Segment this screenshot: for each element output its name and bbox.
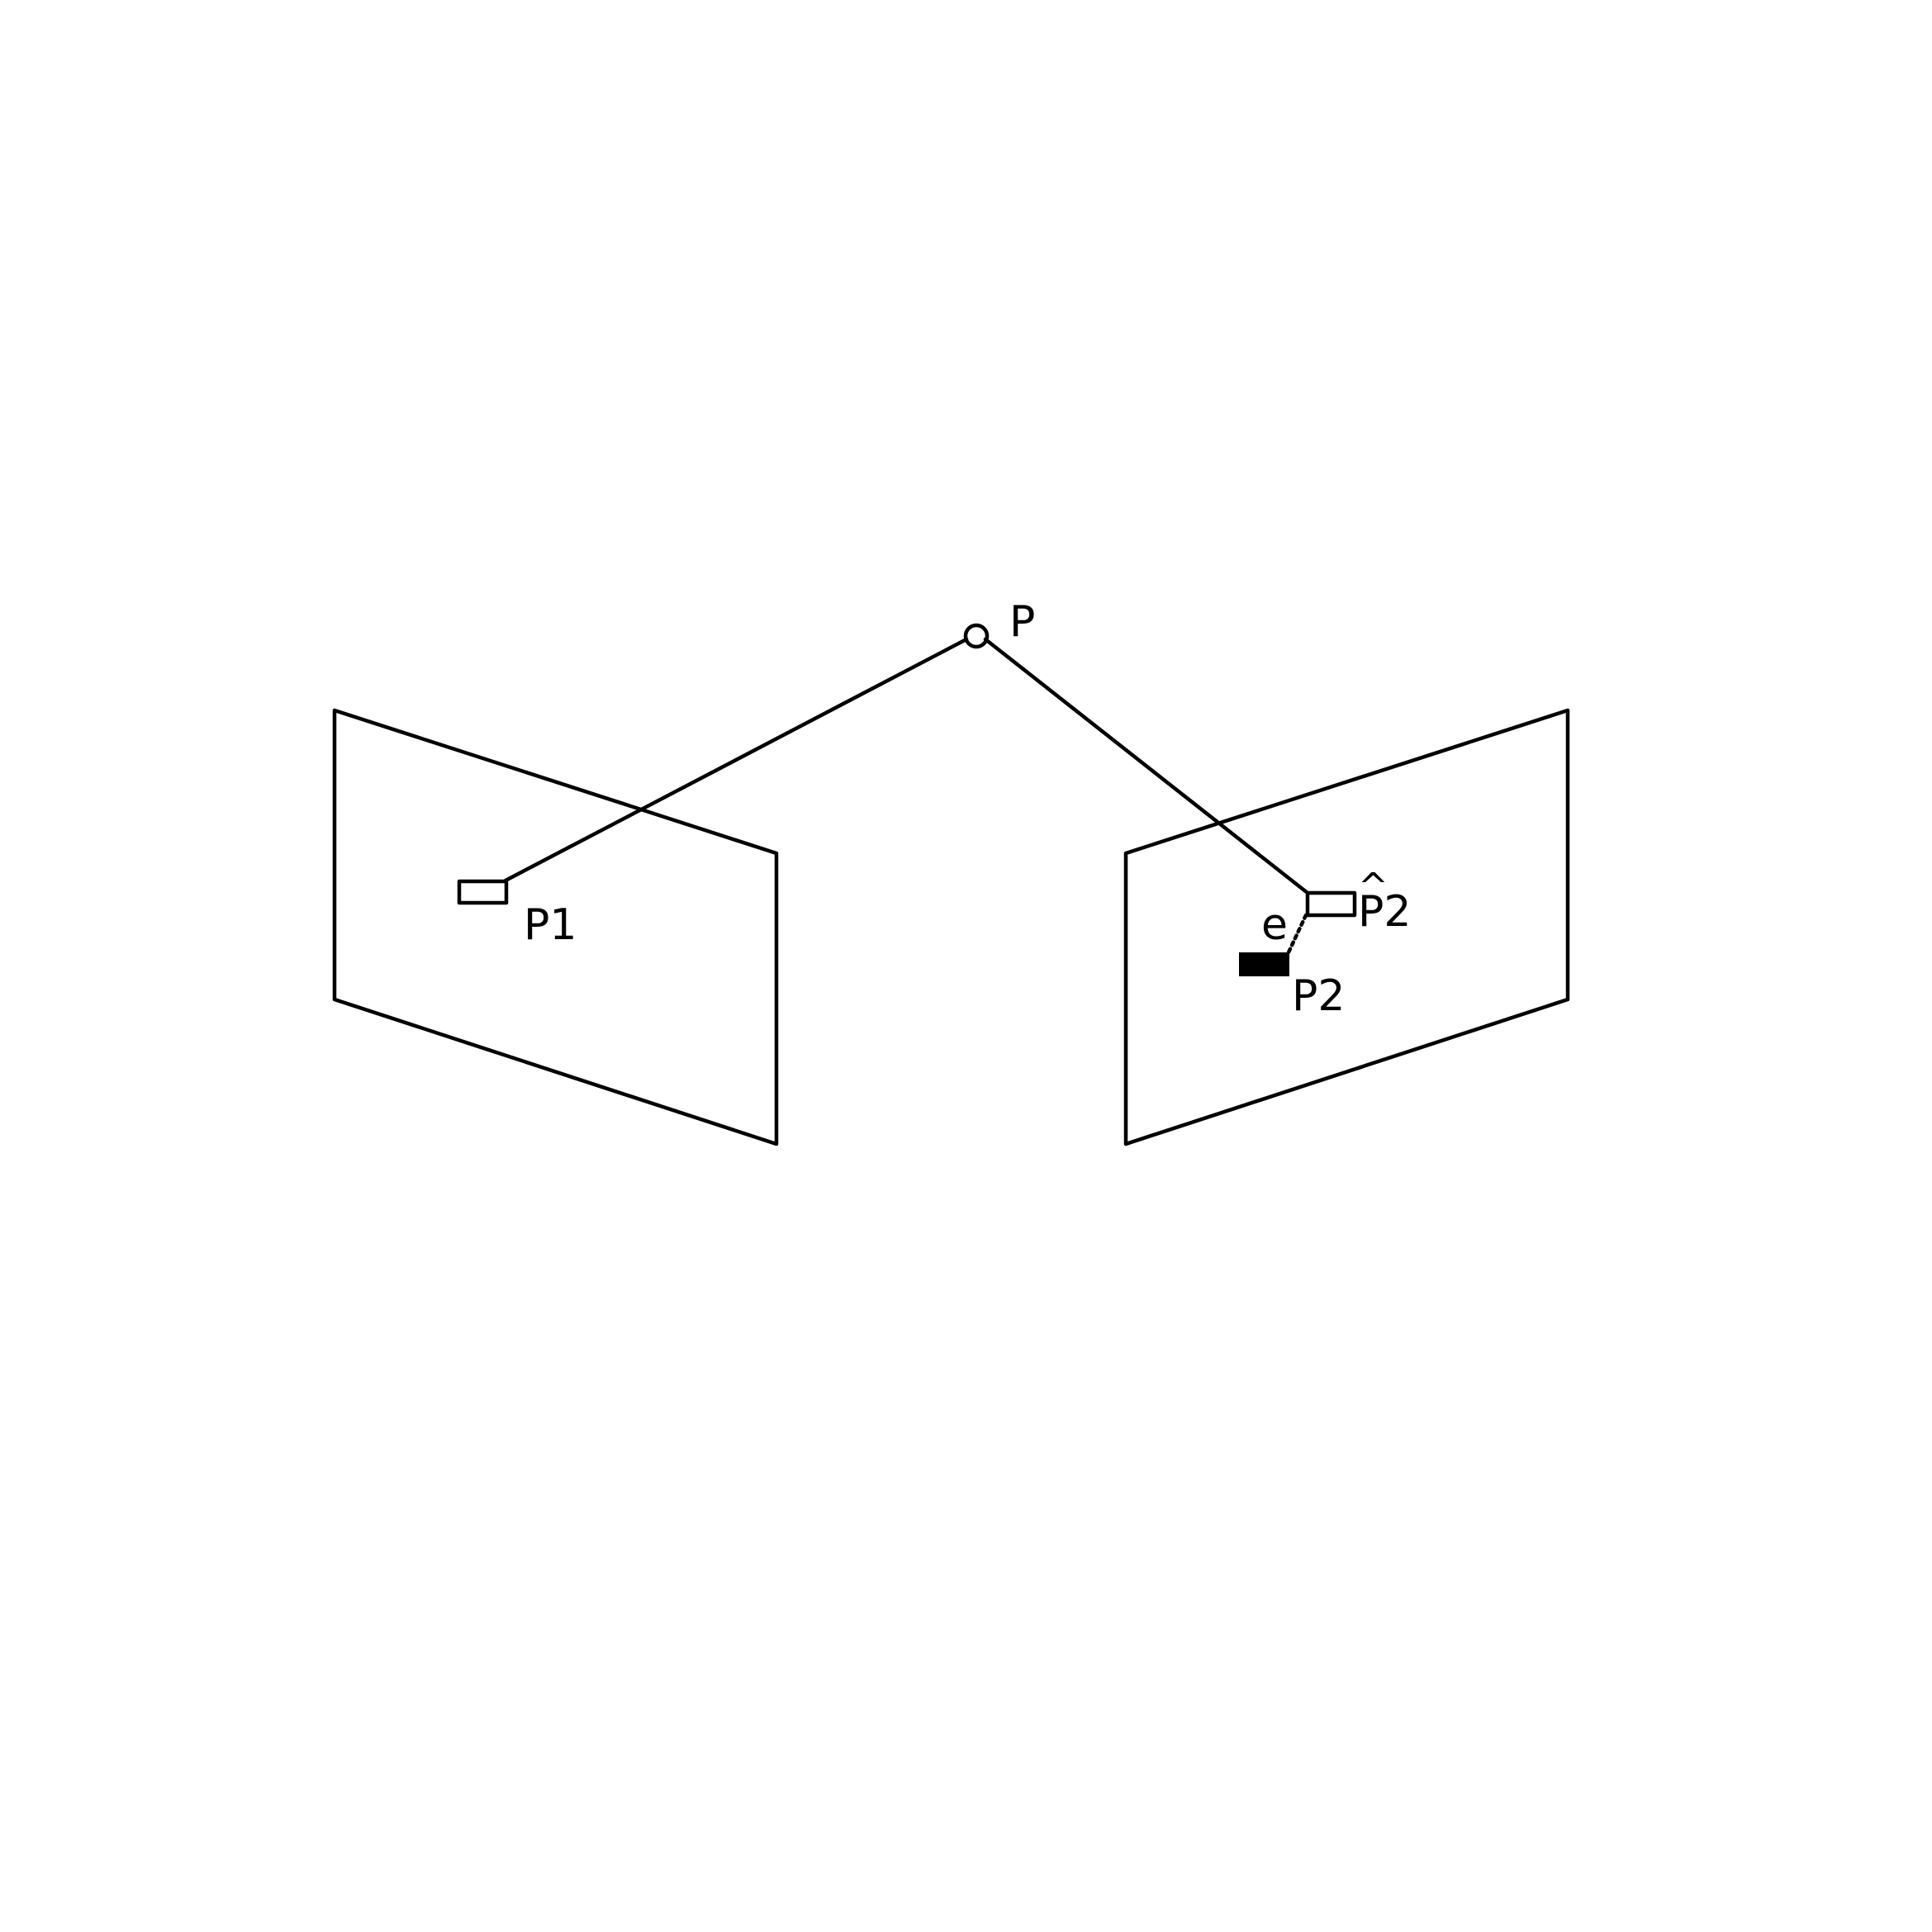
reprojection-error-line — [1286, 913, 1308, 955]
estimated-projection-label: P2 — [1358, 887, 1411, 937]
left-image-plane — [332, 708, 779, 1146]
point-p-marker — [963, 623, 990, 649]
estimated-projection-hat: ^ — [1358, 866, 1388, 908]
reprojection-error-label: e — [1261, 900, 1288, 950]
ray-to-estimated-projection — [983, 637, 1310, 895]
right-image-plane — [1123, 708, 1570, 1146]
observed-projection-marker — [1239, 952, 1289, 976]
ray-to-left-projection — [503, 637, 969, 883]
observed-projection-label: P2 — [1292, 971, 1345, 1021]
point-p-label: P — [1009, 597, 1035, 647]
left-projection-marker — [457, 879, 509, 905]
left-projection-label: P1 — [524, 900, 577, 950]
estimated-projection-marker — [1305, 890, 1357, 918]
